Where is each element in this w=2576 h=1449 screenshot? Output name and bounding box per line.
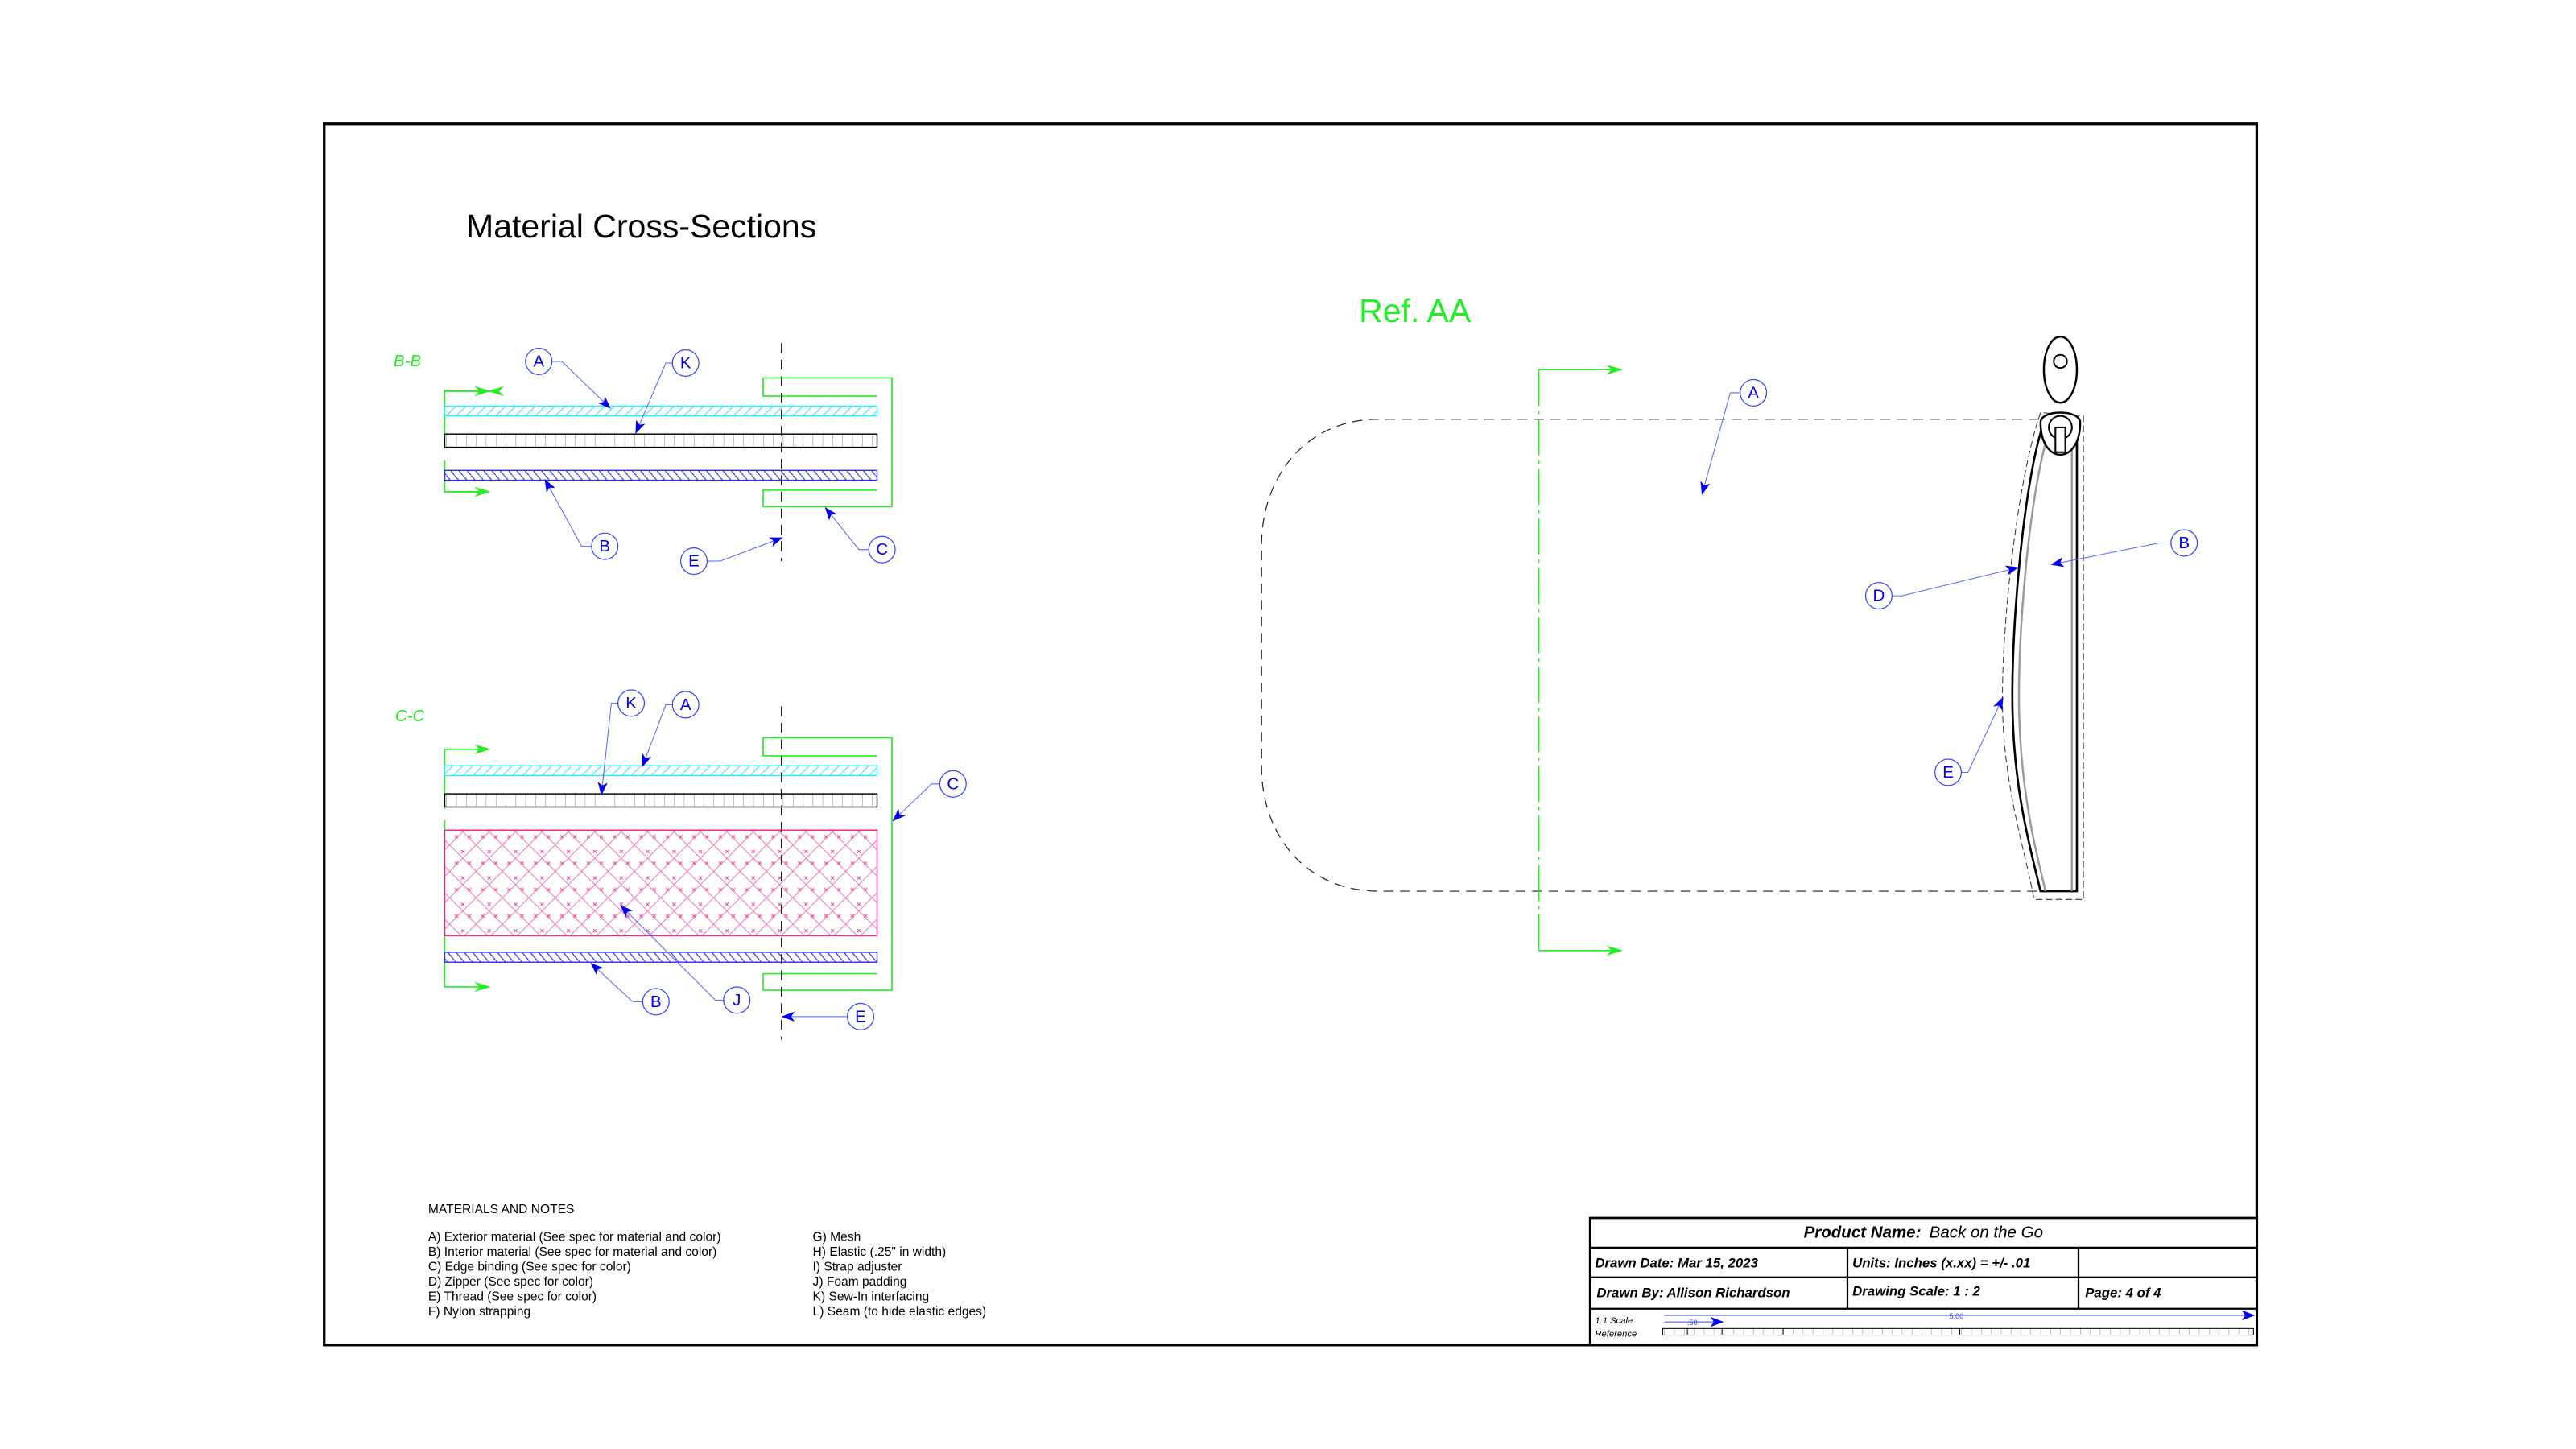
- scale-ref-label: Reference: [1595, 1330, 1637, 1340]
- callout-b: B: [590, 962, 670, 1016]
- section-bb: B-B A K B E C: [394, 343, 896, 576]
- layer-foam: [444, 829, 878, 937]
- note-item: E) Thread (See spec for color): [428, 1290, 597, 1303]
- callout-b: B: [2050, 529, 2198, 568]
- callout-e: E: [1934, 696, 2004, 786]
- zipper-teeth: [2017, 431, 2074, 892]
- svg-text:A: A: [680, 696, 691, 714]
- note-item: J) Foam padding: [813, 1275, 907, 1289]
- svg-text:A: A: [1748, 383, 1759, 402]
- callout-b: B: [544, 478, 619, 560]
- ref-aa-label: Ref. AA: [1359, 292, 1472, 329]
- svg-text:B: B: [2178, 534, 2190, 552]
- callout-k: K: [597, 689, 646, 796]
- svg-text:A: A: [533, 352, 544, 370]
- bag-outline: [1261, 419, 2039, 892]
- drawn-by: Drawn By: Allison Richardson: [1596, 1285, 1790, 1300]
- sheet-border: [323, 122, 2259, 1347]
- callout-a: A: [525, 347, 611, 409]
- callout-e: E: [679, 537, 783, 576]
- page-number: Page: 4 of 4: [2085, 1285, 2161, 1300]
- svg-text:E: E: [855, 1007, 866, 1026]
- product-name: Product Name:Back on the Go: [1804, 1224, 2043, 1242]
- callout-d: D: [1864, 565, 2020, 610]
- svg-text:E: E: [688, 552, 700, 571]
- layer-exterior: [444, 765, 878, 777]
- drawing-scale: Drawing Scale: 1 : 2: [1852, 1283, 1980, 1298]
- note-item: L) Seam (to hide elastic edges): [813, 1305, 987, 1319]
- zipper-pull-tab: [2042, 335, 2079, 404]
- scale-bar: 5.00 .50: [1662, 1310, 2256, 1336]
- section-cc: C-C K A C B J E: [395, 689, 967, 1040]
- svg-text:C: C: [947, 774, 959, 793]
- callout-a: A: [1700, 378, 1768, 495]
- svg-text:K: K: [625, 694, 637, 712]
- callout-c: C: [824, 506, 896, 564]
- dimension-large: 5.00: [1949, 1312, 1963, 1320]
- svg-text:K: K: [680, 354, 691, 373]
- materials-notes: MATERIALS AND NOTES A) Exterior material…: [428, 1203, 986, 1319]
- note-item: I) Strap adjuster: [813, 1261, 902, 1274]
- note-item: F) Nylon strapping: [428, 1305, 530, 1319]
- zipper: [2002, 335, 2084, 900]
- callout-a: A: [642, 691, 700, 768]
- svg-text:B: B: [599, 537, 610, 555]
- svg-text:J: J: [733, 991, 741, 1009]
- title-block: Product Name:Back on the Go Drawn Date: …: [1588, 1216, 2258, 1347]
- layer-interfacing: [444, 793, 878, 808]
- layer-interfacing: [444, 433, 878, 448]
- svg-text:B: B: [650, 993, 662, 1011]
- svg-text:D: D: [1873, 587, 1885, 605]
- ref-aa-view: Ref. AA A B D E: [1261, 292, 2198, 956]
- layer-exterior: [444, 405, 878, 417]
- zipper-tape: [2011, 421, 2079, 893]
- zipper-slider-bar: [2054, 426, 2066, 453]
- scale-ref-label: 1:1 Scale: [1595, 1316, 1633, 1326]
- callout-k: K: [635, 349, 700, 435]
- dimension-small: .50: [1687, 1319, 1698, 1327]
- units: Units: Inches (x.xx) = +/- .01: [1852, 1255, 2030, 1270]
- svg-text:C: C: [876, 540, 888, 559]
- note-item: C) Edge binding (See spec for color): [428, 1261, 631, 1274]
- callout-e: E: [781, 1002, 875, 1030]
- edge-binding: [762, 377, 893, 508]
- svg-text:E: E: [1942, 763, 1954, 782]
- drawn-date: Drawn Date: Mar 15, 2023: [1595, 1255, 1758, 1270]
- note-item: K) Sew-In interfacing: [813, 1290, 930, 1303]
- layer-interior: [444, 469, 878, 481]
- note-item: H) Elastic (.25" in width): [813, 1245, 947, 1259]
- note-item: A) Exterior material (See spec for mater…: [428, 1231, 721, 1245]
- note-item: B) Interior material (See spec for mater…: [428, 1245, 716, 1259]
- page-title: Material Cross-Sections: [466, 208, 816, 245]
- callout-j: J: [620, 905, 751, 1014]
- note-item: G) Mesh: [813, 1231, 861, 1245]
- layer-interior: [444, 952, 878, 963]
- callout-c: C: [892, 770, 967, 822]
- edge-binding: [762, 737, 893, 991]
- note-item: D) Zipper (See spec for color): [428, 1275, 593, 1289]
- section-cc-label: C-C: [395, 707, 425, 725]
- zipper-pull-hole: [2053, 353, 2068, 369]
- notes-heading: MATERIALS AND NOTES: [428, 1203, 575, 1216]
- section-bb-label: B-B: [394, 352, 421, 370]
